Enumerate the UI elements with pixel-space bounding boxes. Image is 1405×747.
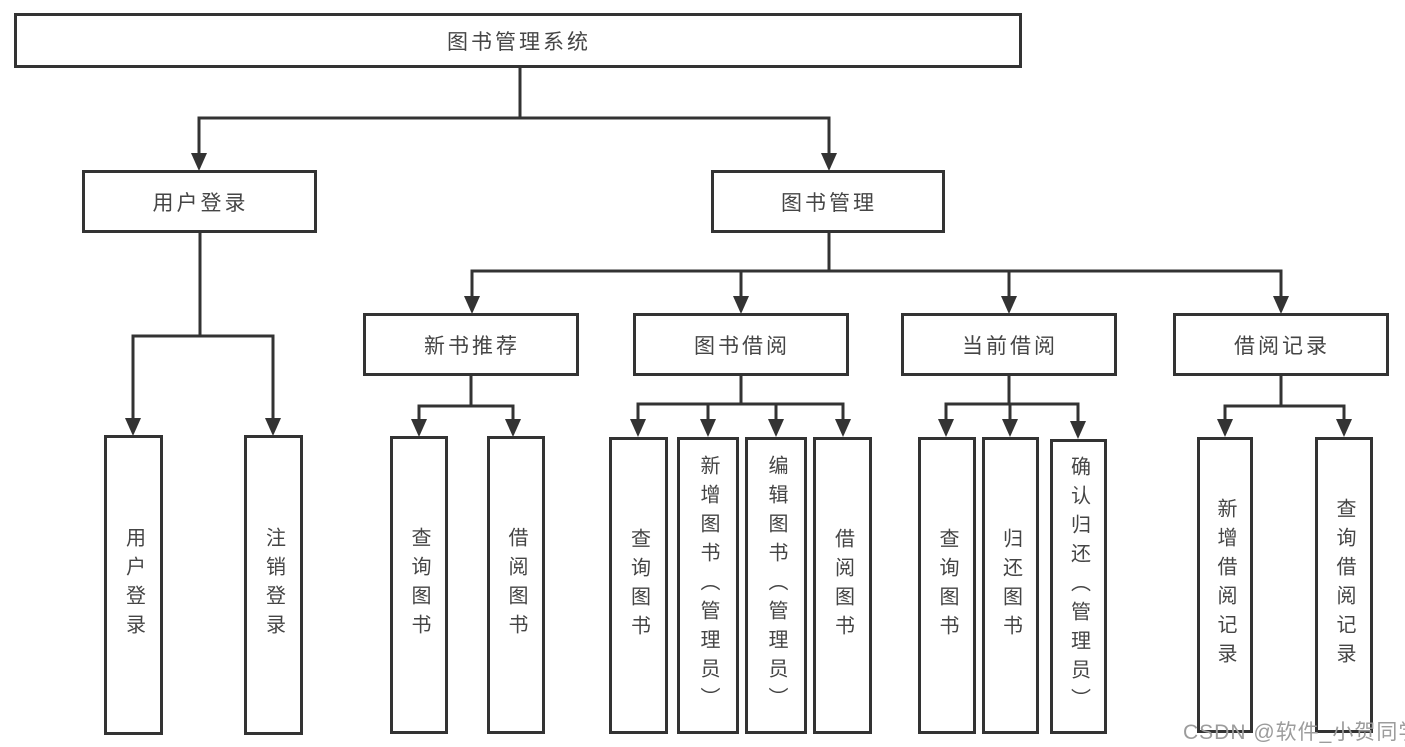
leaf-user-login: 用户登录 xyxy=(104,435,163,735)
connector-new-book-recommend-to-leaves xyxy=(411,375,521,437)
leaf-add-book-admin: 新增图书（管理员） xyxy=(677,437,739,734)
node-root: 图书管理系统 xyxy=(14,13,1022,68)
leaf-query-borrow-record-label: 查询借阅记录 xyxy=(1333,498,1355,672)
leaf-edit-book-admin-label: 编辑图书（管理员） xyxy=(765,455,787,716)
connector-book-borrow-to-leaves xyxy=(630,375,851,437)
leaf-borrow-query-books-label: 查询图书 xyxy=(627,527,650,644)
node-root-label: 图书管理系统 xyxy=(447,30,591,54)
node-borrow-records: 借阅记录 xyxy=(1173,313,1389,376)
leaf-recommend-borrow-books: 借阅图书 xyxy=(487,436,545,734)
leaf-confirm-return-admin: 确认归还（管理员） xyxy=(1050,439,1107,734)
leaf-recommend-query-books-label: 查询图书 xyxy=(408,527,430,643)
csdn-watermark: CSDN @软件_小贺同学 xyxy=(1183,721,1405,744)
node-user-login-label: 用户登录 xyxy=(152,191,249,215)
node-book-borrow-label: 图书借阅 xyxy=(694,334,790,358)
leaf-logout: 注销登录 xyxy=(244,435,303,735)
leaf-borrow-query-books: 查询图书 xyxy=(609,437,668,734)
connector-book-management-to-level3 xyxy=(464,232,1289,314)
leaf-add-book-admin-label: 新增图书（管理员） xyxy=(697,455,719,716)
node-book-management: 图书管理 xyxy=(711,170,945,233)
connector-root-to-level2 xyxy=(191,67,837,171)
leaf-confirm-return-admin-label: 确认归还（管理员） xyxy=(1067,456,1090,717)
leaf-recommend-query-books: 查询图书 xyxy=(390,436,448,734)
leaf-add-borrow-record-label: 新增借阅记录 xyxy=(1214,498,1236,672)
leaf-logout-label: 注销登录 xyxy=(262,527,285,643)
node-book-management-label: 图书管理 xyxy=(781,191,877,215)
leaf-edit-book-admin: 编辑图书（管理员） xyxy=(745,437,807,734)
connector-borrow-records-to-leaves xyxy=(1217,375,1352,437)
leaf-query-borrow-record: 查询借阅记录 xyxy=(1315,437,1373,733)
node-user-login: 用户登录 xyxy=(82,170,317,233)
node-book-borrow: 图书借阅 xyxy=(633,313,849,376)
node-current-borrow-label: 当前借阅 xyxy=(962,334,1058,358)
node-current-borrow: 当前借阅 xyxy=(901,313,1117,376)
node-borrow-records-label: 借阅记录 xyxy=(1234,334,1330,358)
leaf-current-query-books: 查询图书 xyxy=(918,437,976,734)
node-new-book-recommend: 新书推荐 xyxy=(363,313,579,376)
connector-current-borrow-to-leaves xyxy=(938,375,1086,439)
leaf-return-books: 归还图书 xyxy=(982,437,1039,734)
leaf-recommend-borrow-books-label: 借阅图书 xyxy=(505,527,527,643)
leaf-user-login-label: 用户登录 xyxy=(122,527,145,643)
node-new-book-recommend-label: 新书推荐 xyxy=(424,334,520,358)
leaf-borrow-borrow-books: 借阅图书 xyxy=(813,437,872,734)
connector-user-login-to-leaves xyxy=(125,232,281,436)
leaf-borrow-borrow-books-label: 借阅图书 xyxy=(831,527,854,644)
leaf-current-query-books-label: 查询图书 xyxy=(936,527,958,644)
leaf-add-borrow-record: 新增借阅记录 xyxy=(1197,437,1253,733)
leaf-return-books-label: 归还图书 xyxy=(999,527,1022,644)
